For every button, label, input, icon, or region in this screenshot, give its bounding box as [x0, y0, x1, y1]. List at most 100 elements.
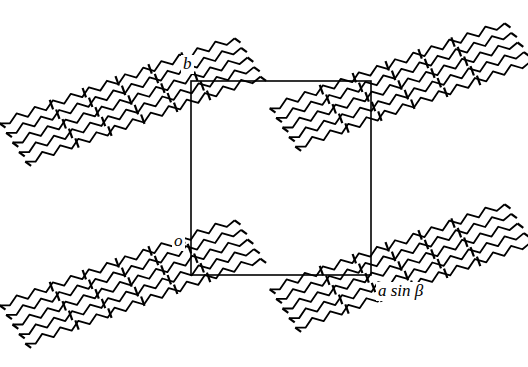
molecule-bond — [511, 33, 517, 37]
molecule-bond — [168, 275, 171, 284]
molecule-bond — [50, 100, 53, 109]
molecule-bond — [161, 265, 164, 274]
molecule-bond — [201, 263, 204, 272]
molecule-bond — [444, 269, 447, 278]
molecule-bond — [148, 246, 151, 255]
molecule-bond — [372, 283, 375, 292]
molecule-bond — [431, 68, 434, 77]
molecule-bond — [425, 240, 428, 249]
molecule — [276, 33, 511, 118]
molecule-bond — [83, 270, 86, 279]
molecule-bond — [398, 261, 401, 270]
molecule-bond — [95, 289, 98, 298]
molecule-bond — [201, 81, 204, 90]
molecule-bond — [458, 228, 461, 237]
molecule-stacks — [0, 23, 528, 348]
molecule-bond — [56, 110, 59, 119]
molecule-bond — [270, 108, 276, 112]
molecule — [13, 240, 248, 325]
molecule-bond — [339, 114, 342, 123]
molecule-bond — [108, 308, 111, 317]
molecule — [283, 43, 518, 128]
molecule-bond — [418, 230, 421, 239]
molecule-bond — [56, 292, 59, 301]
molecule-bond — [254, 67, 260, 71]
molecule-bond — [174, 103, 177, 112]
molecule — [0, 220, 235, 305]
molecule-bond — [524, 233, 528, 237]
molecule-bond — [248, 58, 254, 62]
molecule-bond — [128, 277, 131, 286]
molecule-bond — [425, 59, 428, 68]
molecule-bond — [518, 43, 524, 47]
molecule-bond — [283, 309, 289, 313]
axis-label: a sin β — [376, 282, 425, 301]
molecule-bond — [116, 76, 119, 85]
molecule-bond — [75, 320, 78, 329]
molecule-bond — [122, 268, 125, 277]
molecule-bond — [108, 126, 111, 135]
molecule-bond — [128, 95, 131, 104]
molecule-bond — [13, 325, 19, 329]
molecule — [25, 77, 260, 162]
molecule-bond — [276, 118, 282, 122]
molecule-bond — [283, 128, 289, 132]
molecule-bond — [511, 214, 517, 218]
molecule-bond — [326, 95, 329, 104]
molecule-bond — [207, 273, 210, 282]
molecule-bond — [451, 37, 454, 46]
molecule-bond — [161, 83, 164, 92]
molecule-bond — [13, 143, 19, 147]
molecule-bond — [116, 258, 119, 267]
molecule-bond — [241, 230, 247, 234]
molecule-bond — [50, 282, 53, 291]
molecule-bond — [207, 91, 210, 100]
molecule-bond — [405, 271, 408, 280]
molecule — [25, 259, 260, 344]
molecule-bond — [438, 259, 441, 268]
molecule-bond — [102, 299, 105, 308]
molecule-bond — [398, 80, 401, 89]
molecule-bond — [6, 315, 12, 319]
molecule-bond — [477, 257, 480, 266]
molecule-bond — [122, 86, 125, 95]
molecule-bond — [458, 47, 461, 56]
molecule-bond — [254, 249, 260, 253]
molecule-bond — [155, 256, 158, 265]
molecule-bond — [477, 76, 480, 85]
molecule-bond — [148, 64, 151, 73]
molecule-bond — [464, 238, 467, 247]
molecule-bond — [19, 334, 25, 338]
molecule-bond — [505, 204, 511, 208]
molecule-bond — [102, 117, 105, 126]
molecule-bond — [155, 74, 158, 83]
molecule-bond — [25, 344, 31, 348]
molecule-bond — [326, 276, 329, 285]
molecule-bond — [75, 138, 78, 147]
molecule-bond — [0, 123, 6, 127]
molecule — [289, 52, 524, 137]
molecule-bond — [89, 280, 92, 289]
molecule-bond — [392, 252, 395, 261]
molecule-bond — [372, 102, 375, 111]
molecule-bond — [471, 66, 474, 75]
molecule — [6, 48, 241, 133]
molecule — [19, 249, 254, 334]
molecule-bond — [63, 301, 66, 310]
molecule-bond — [339, 295, 342, 304]
molecule-bond — [438, 78, 441, 87]
molecule-bond — [260, 259, 266, 263]
molecule-bond — [63, 119, 66, 128]
origin-label: o — [172, 232, 185, 251]
molecule — [283, 224, 518, 309]
molecule-bond — [333, 285, 336, 294]
molecule-bond — [320, 266, 323, 275]
molecule-bond — [471, 247, 474, 256]
molecule-bond — [83, 88, 86, 97]
molecule-bond — [295, 328, 301, 332]
molecule-bond — [345, 123, 348, 132]
molecule — [270, 204, 505, 289]
molecule-bond — [141, 297, 144, 306]
